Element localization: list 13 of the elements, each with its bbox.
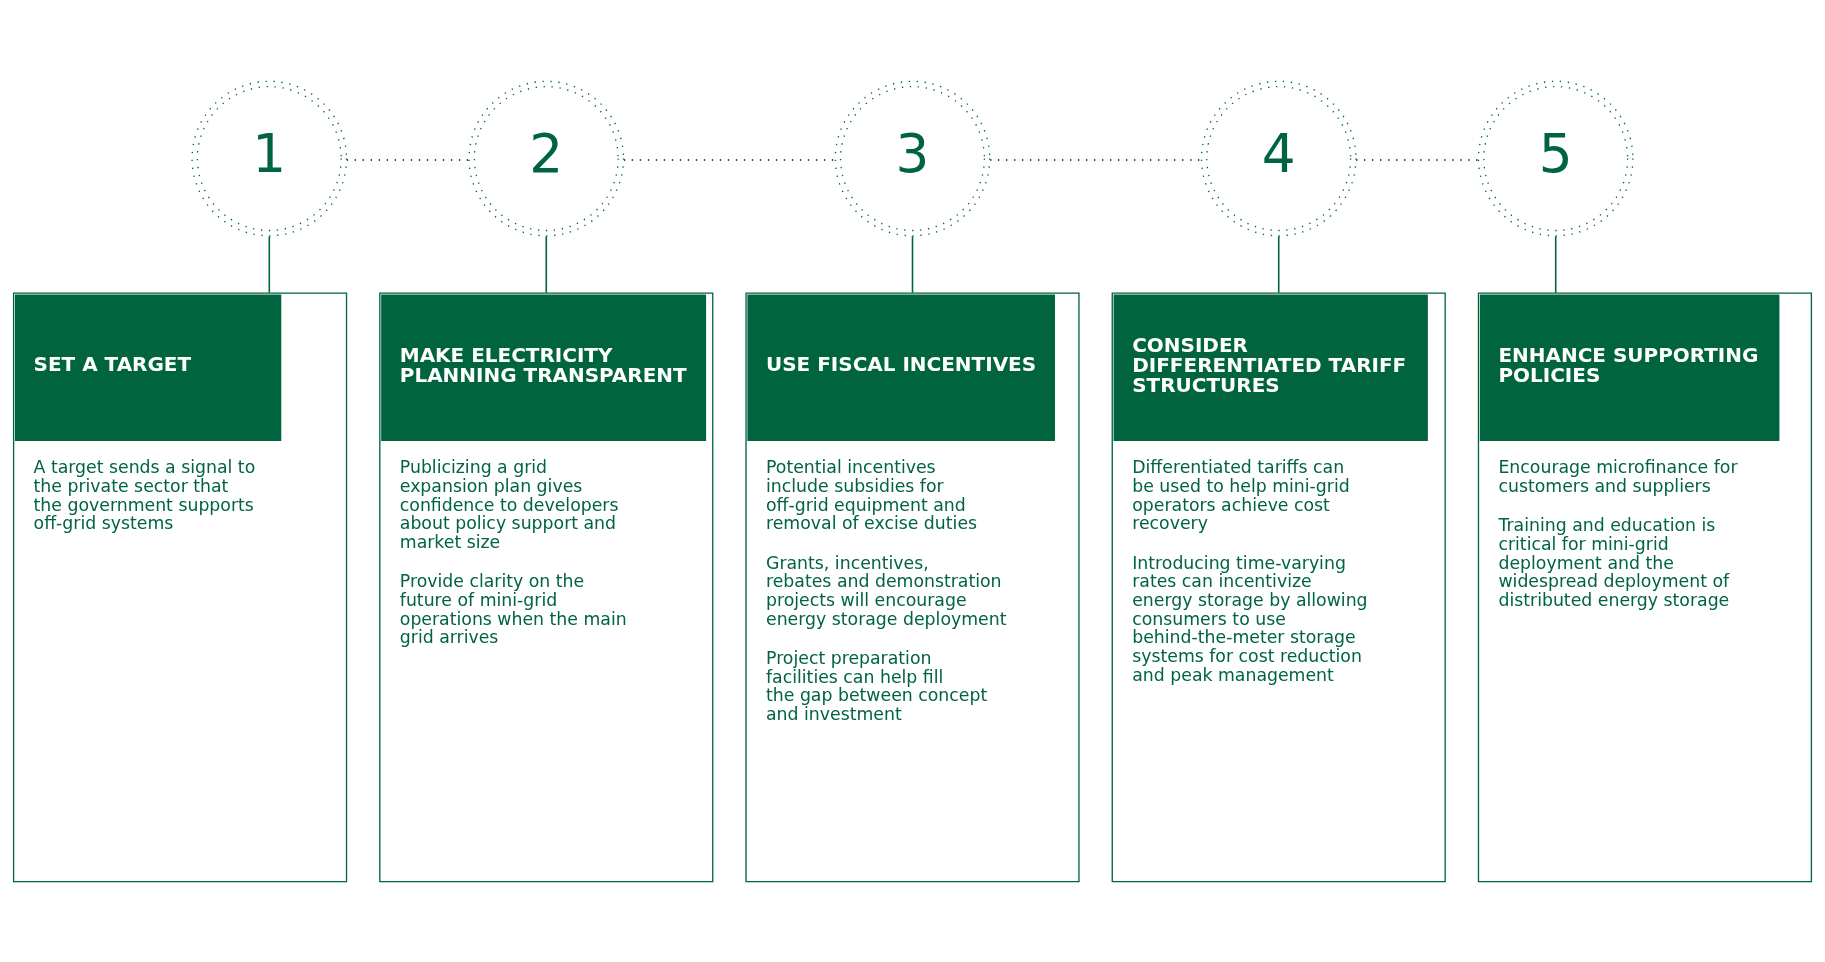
connector (545, 234, 548, 294)
node-circle: 4 (1200, 80, 1357, 236)
node-circle: 5 (1477, 80, 1634, 236)
node-circle: 2 (468, 80, 625, 236)
connector (911, 234, 914, 294)
node-circle: 3 (834, 80, 991, 236)
node-circle: 1 (191, 80, 348, 236)
connector (1355, 158, 1480, 161)
connector (345, 158, 470, 161)
connector (268, 234, 271, 294)
connector (1554, 234, 1557, 294)
connector (622, 158, 836, 161)
connector (1277, 234, 1280, 294)
